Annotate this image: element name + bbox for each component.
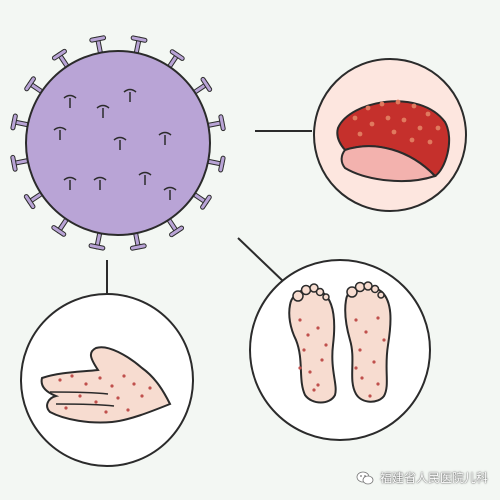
feet-rash-icon [249, 259, 431, 441]
hand-rash-icon [20, 293, 194, 467]
mouth-ulcers-icon [313, 58, 467, 212]
wechat-icon [356, 471, 374, 484]
watermark-text: 福建省人民医院儿科 [379, 471, 488, 485]
virus-icon [10, 35, 226, 251]
watermark: 福建省人民医院儿科 [356, 469, 488, 486]
connector-feet [237, 237, 286, 284]
